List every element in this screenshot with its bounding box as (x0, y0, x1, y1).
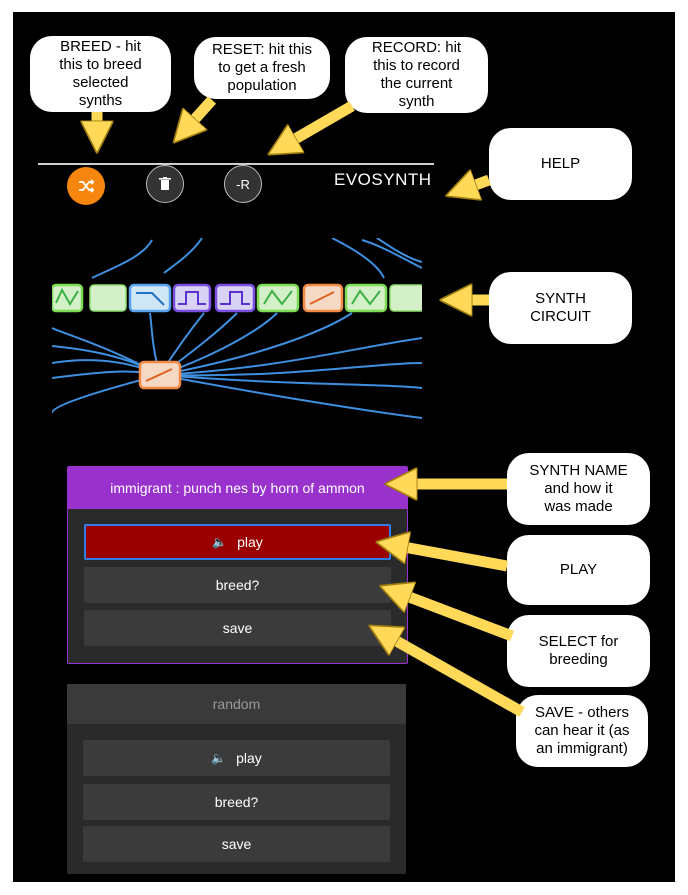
circuit-nodes (52, 283, 422, 390)
synth-card-random: random 🔈 play breed? save (67, 684, 406, 874)
synth-card-immigrant: immigrant : punch nes by horn of ammon 🔈… (67, 466, 408, 664)
reset-button[interactable] (146, 165, 184, 203)
shuffle-icon (79, 179, 94, 193)
help-callout: HELP (489, 128, 632, 200)
circuit-callout: SYNTH CIRCUIT (489, 272, 632, 344)
save-callout: SAVE - others can hear it (as an immigra… (516, 695, 648, 767)
play-button[interactable]: 🔈 play (84, 524, 391, 560)
synth-circuit[interactable] (52, 238, 422, 438)
toolbar-divider (38, 163, 434, 165)
record-callout: RECORD: hit this to record the current s… (345, 37, 488, 113)
app-title[interactable]: EVOSYNTH (334, 170, 432, 189)
reset-callout: RESET: hit this to get a fresh populatio… (194, 37, 330, 99)
synth-name: immigrant : punch nes by horn of ammon (68, 467, 407, 509)
select-callout: SELECT for breeding (507, 615, 650, 687)
play-label: play (237, 534, 263, 550)
breed-toggle-button[interactable]: breed? (84, 567, 391, 603)
synth-name: random (67, 684, 406, 724)
breed-button[interactable] (67, 167, 105, 205)
synth-name-callout: SYNTH NAME and how it was made (507, 453, 650, 525)
speaker-icon: 🔈 (212, 535, 228, 549)
record-button[interactable]: -R (224, 165, 262, 203)
save-button[interactable]: save (84, 610, 391, 646)
play-label: play (236, 750, 262, 766)
circuit-wires (52, 238, 422, 419)
save-button[interactable]: save (83, 826, 390, 862)
breed-toggle-button[interactable]: breed? (83, 784, 390, 820)
trash-icon (159, 177, 171, 190)
speaker-icon: 🔈 (211, 751, 227, 765)
play-callout: PLAY (507, 535, 650, 605)
play-button[interactable]: 🔈 play (83, 740, 390, 776)
breed-callout: BREED - hit this to breed selected synth… (30, 36, 171, 112)
